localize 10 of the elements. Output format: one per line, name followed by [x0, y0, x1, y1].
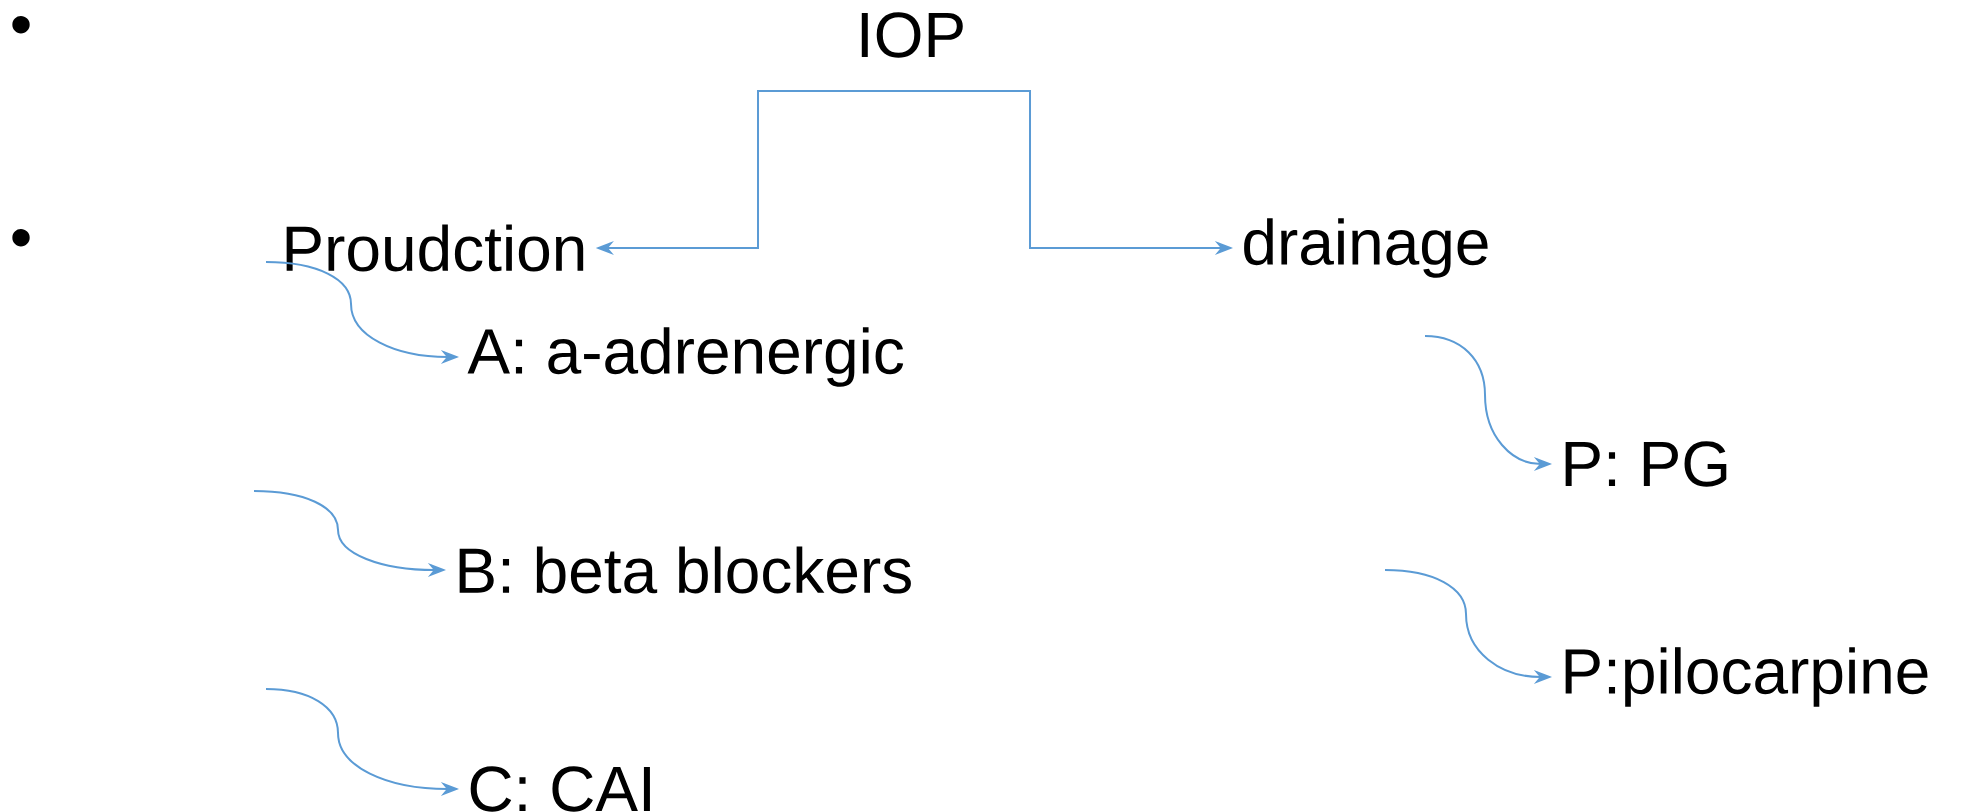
bullet: •	[12, 229, 30, 247]
node-text: Proudction	[286, 224, 584, 272]
bullet: •	[12, 16, 30, 34]
node-text: A: a-adrenergic	[467, 327, 904, 387]
node-text: drainage	[1244, 218, 1488, 278]
node-text: B: beta blockers	[459, 546, 911, 594]
node-text: P:pilocarpine	[1565, 647, 1928, 707]
node-text: IOP	[861, 12, 963, 58]
node-text: C: CAI	[470, 766, 650, 812]
node-text: P: PG	[1565, 441, 1727, 487]
